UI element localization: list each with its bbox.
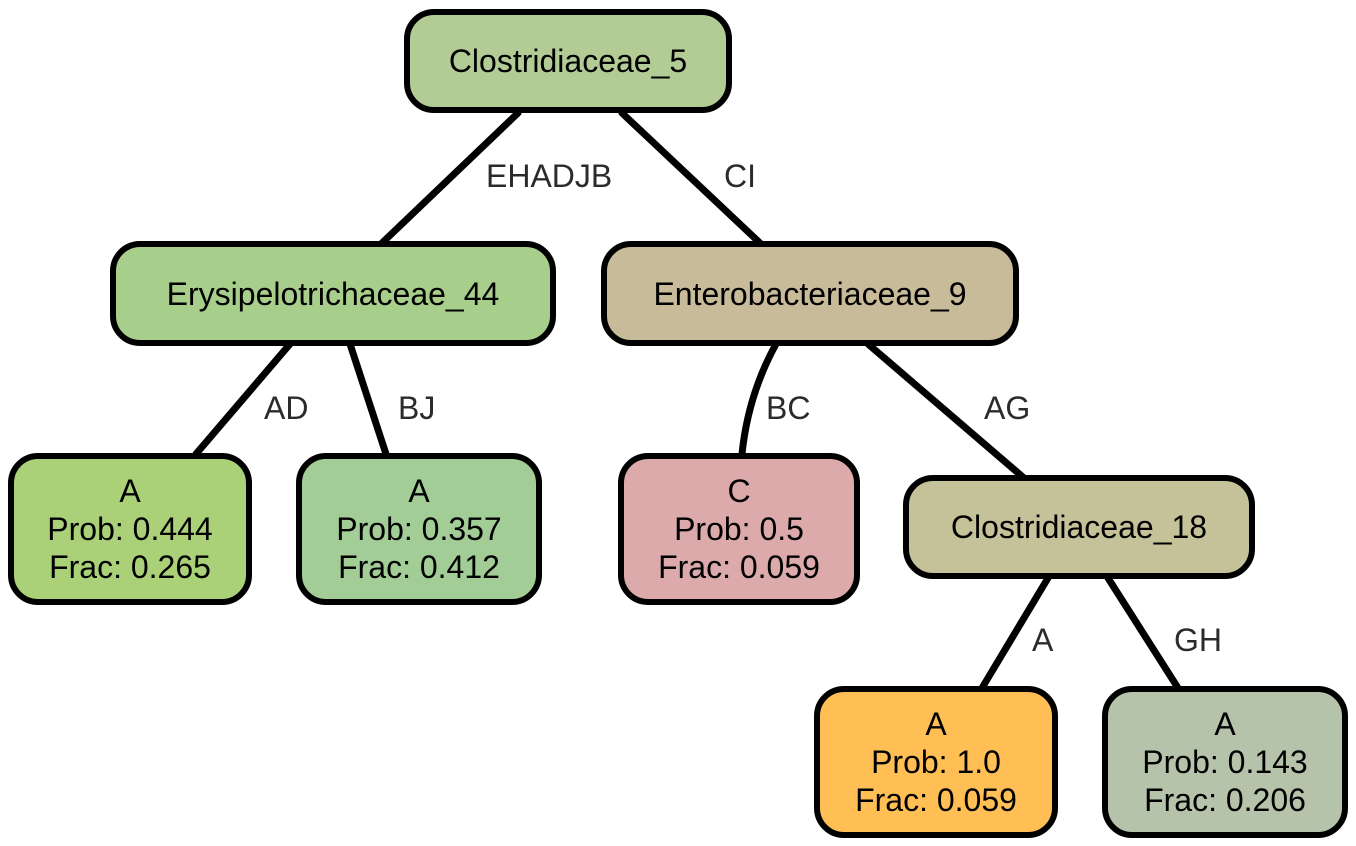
edge-ent-clo18 <box>864 340 1028 482</box>
leaf-node: A Prob: 1.0 Frac: 0.059 <box>814 686 1058 838</box>
leaf-prob: Prob: 0.143 <box>1142 744 1308 780</box>
leaf-frac: Frac: 0.059 <box>658 549 820 585</box>
edge-ery-leaf2 <box>346 340 390 458</box>
leaf-prob: Prob: 0.357 <box>336 511 502 547</box>
edge-label-ag: AG <box>984 390 1031 426</box>
edge-label-ad: AD <box>264 390 309 426</box>
edge-root-ery <box>378 109 522 247</box>
node-clostridiaceae-18: Clostridiaceae_18 <box>903 475 1255 579</box>
edge-label-ehadjb: EHADJB <box>486 158 613 194</box>
node-label: Enterobacteriaceae_9 <box>653 275 967 312</box>
leaf-node: C Prob: 0.5 Frac: 0.059 <box>618 453 860 605</box>
leaf-frac: Frac: 0.412 <box>338 549 500 585</box>
edge-label-ci: CI <box>724 158 756 194</box>
leaf-frac: Frac: 0.206 <box>1144 782 1306 818</box>
node-label: Clostridiaceae_18 <box>950 509 1208 545</box>
leaf-class: A <box>408 473 430 509</box>
leaf-node: A Prob: 0.143 Frac: 0.206 <box>1102 686 1348 838</box>
leaf-prob: Prob: 1.0 <box>871 744 1001 780</box>
leaf-frac: Frac: 0.265 <box>49 549 211 585</box>
leaf-prob: Prob: 0.5 <box>674 511 804 547</box>
leaf-class: A <box>119 473 141 509</box>
edge-clo18-leaf5 <box>1104 574 1182 692</box>
leaf-frac: Frac: 0.059 <box>855 782 1017 818</box>
leaf-class: A <box>1214 706 1236 742</box>
node-erysipelotrichaceae: Erysipelotrichaceae_44 <box>110 241 556 346</box>
node-root: Clostridiaceae_5 <box>404 9 732 113</box>
node-label: Clostridiaceae_5 <box>448 43 688 79</box>
edge-clo18-leaf4 <box>978 574 1052 692</box>
leaf-class: A <box>925 706 947 742</box>
edge-label-bj: BJ <box>398 390 436 426</box>
leaf-node: A Prob: 0.357 Frac: 0.412 <box>296 453 542 605</box>
leaf-prob: Prob: 0.444 <box>47 511 213 547</box>
leaf-class: C <box>727 473 751 509</box>
edge-label-a: A <box>1032 622 1054 658</box>
edge-ery-leaf1 <box>192 340 294 458</box>
node-label: Erysipelotrichaceae_44 <box>166 275 500 312</box>
node-enterobacteriaceae: Enterobacteriaceae_9 <box>601 241 1019 346</box>
edge-ent-leaf3 <box>738 340 780 458</box>
edge-label-gh: GH <box>1174 622 1222 658</box>
leaf-node: A Prob: 0.444 Frac: 0.265 <box>8 453 252 605</box>
edge-label-bc: BC <box>766 390 811 426</box>
edge-root-ent <box>618 109 764 247</box>
